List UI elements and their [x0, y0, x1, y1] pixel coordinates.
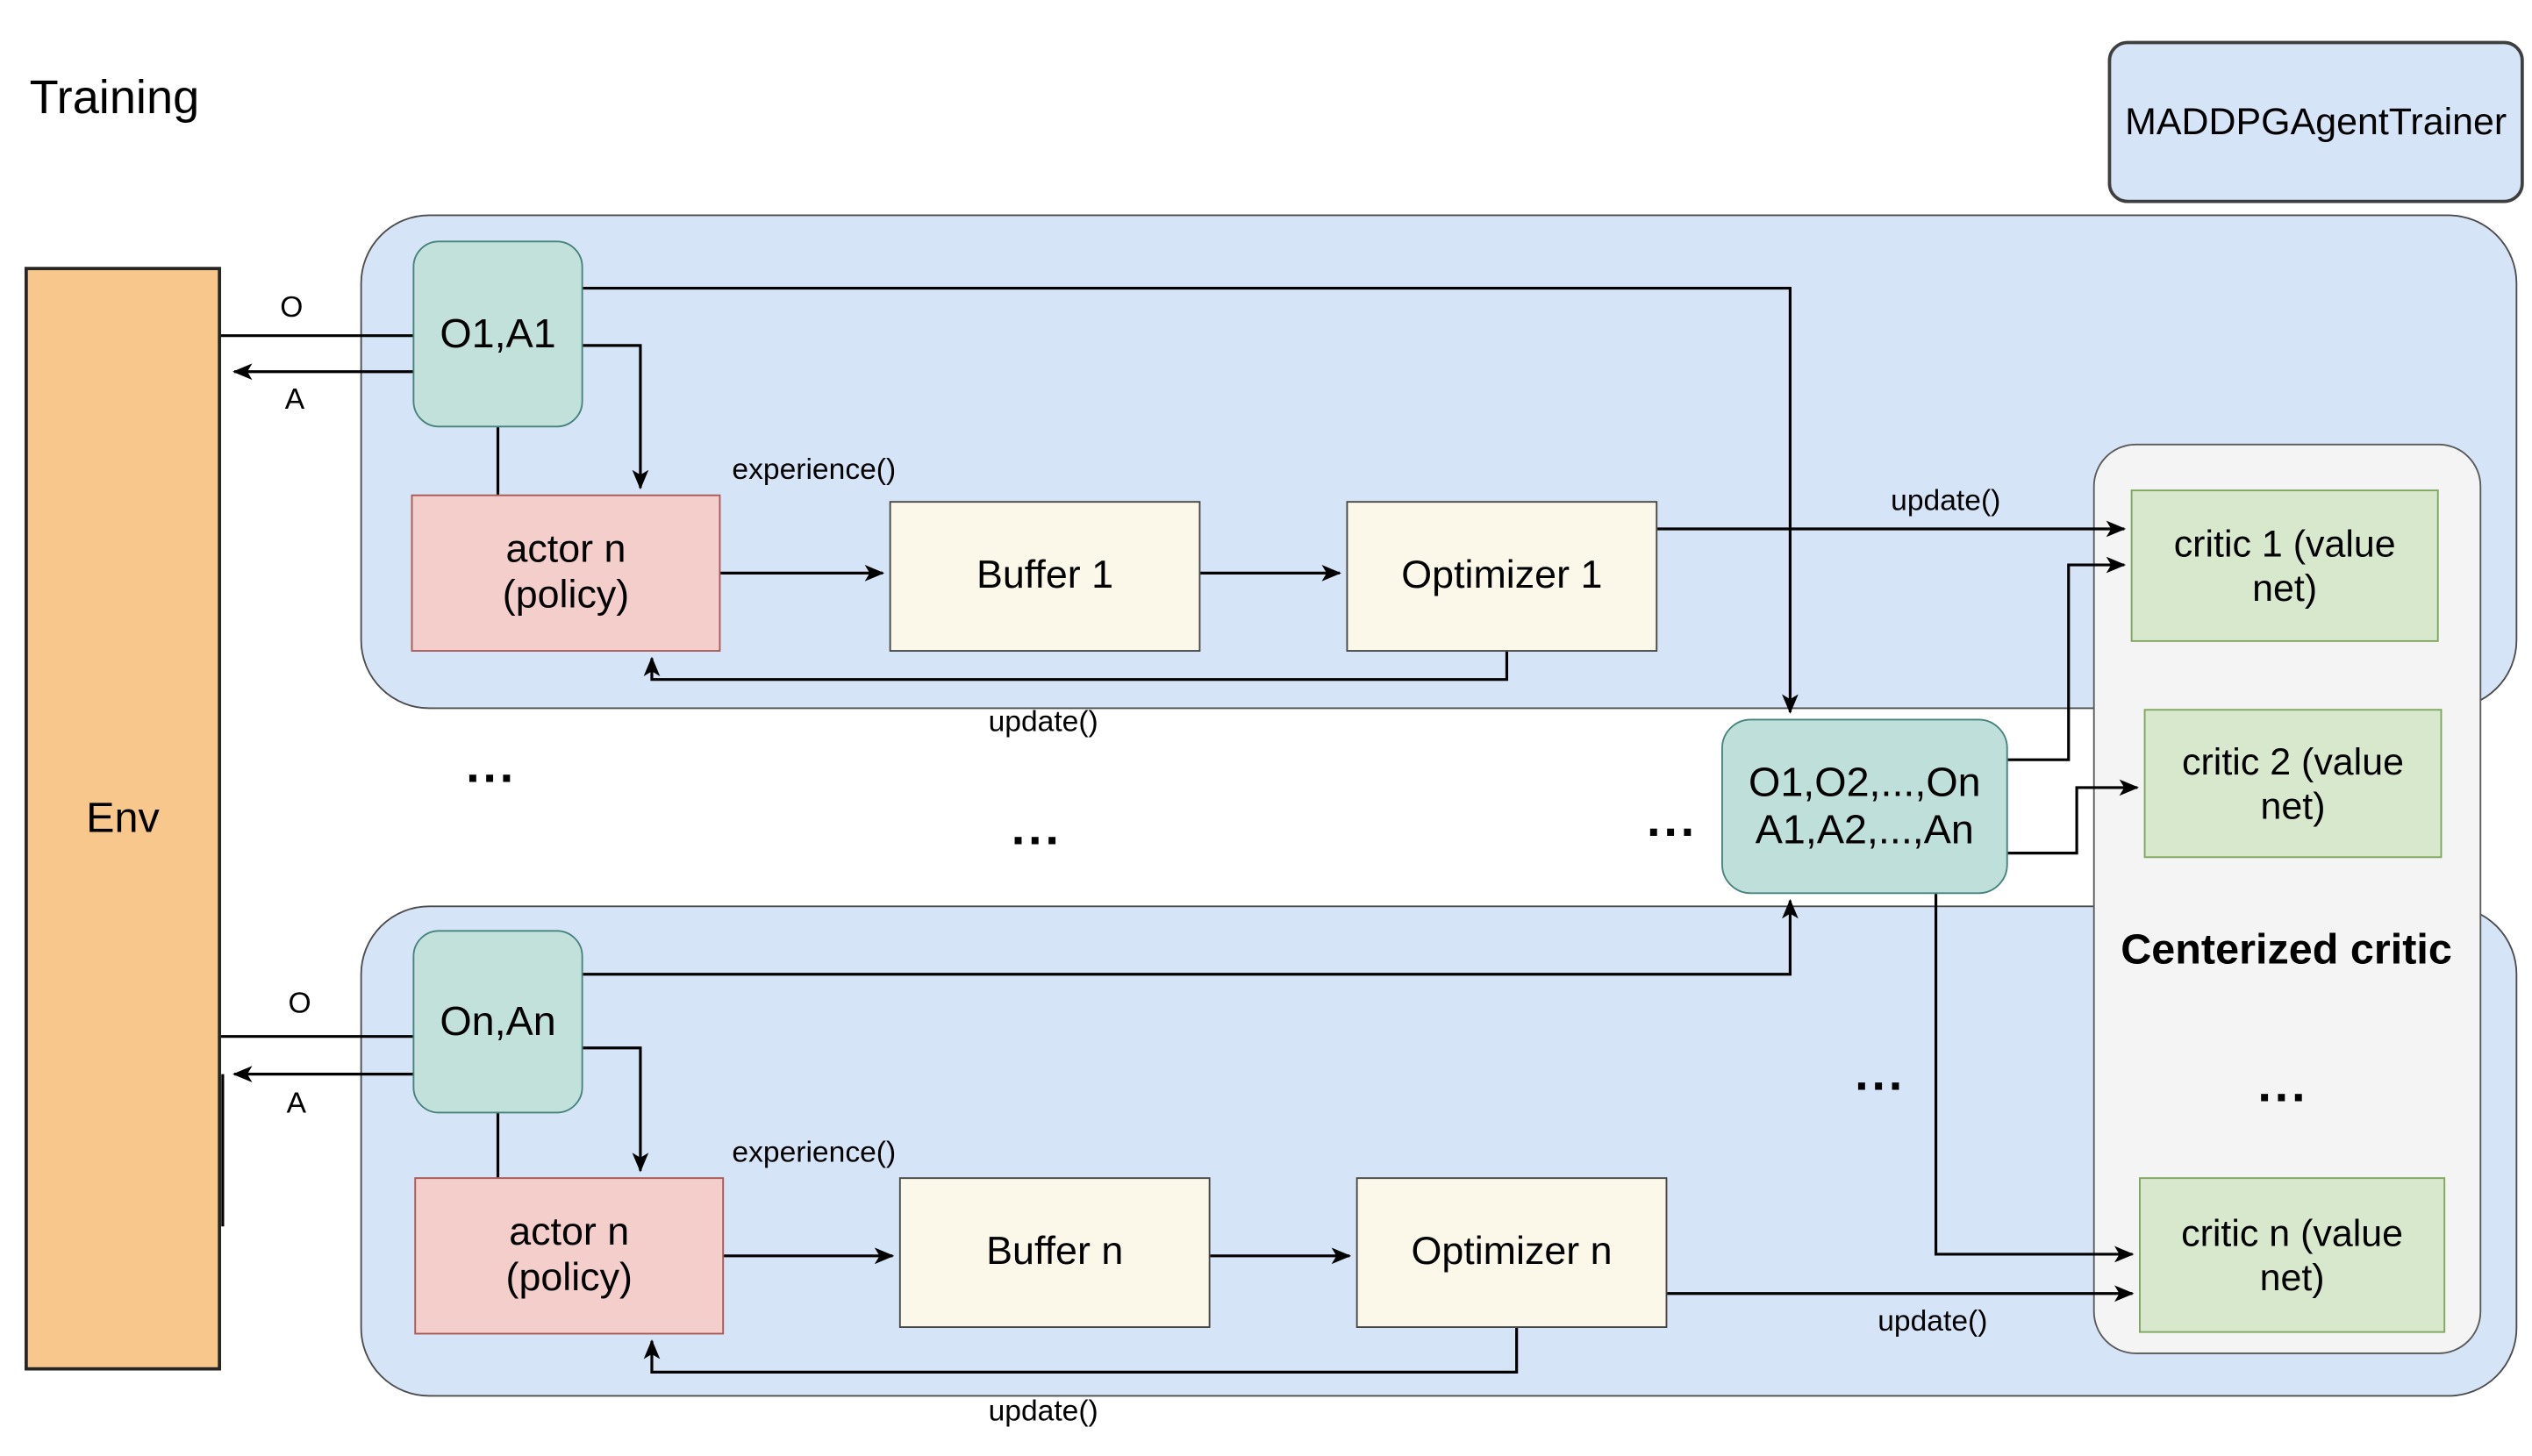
- optimizer-1-label: Optimizer 1: [1401, 553, 1603, 598]
- ellipsis-below-obs1: ...: [466, 739, 517, 794]
- actor-1-label: actor n (policy): [503, 528, 629, 618]
- update-critic-label-top: update(): [1891, 483, 2001, 517]
- actor-n-line2: (policy): [505, 1255, 633, 1301]
- actor-n-line1: actor n: [509, 1210, 630, 1255]
- update-loop-label-bottom: update(): [988, 1394, 1098, 1427]
- actor-1-line2: (policy): [502, 573, 630, 617]
- centerized-critic-title: Centerized critic: [2121, 924, 2452, 974]
- update-loop-label-top: update(): [988, 704, 1098, 738]
- o-label-top: O: [280, 290, 304, 324]
- optimizer-n-box: Optimizer n: [1355, 1177, 1668, 1328]
- buffer-n-label: Buffer n: [986, 1230, 1124, 1274]
- critic-1-box: critic 1 (value net): [2130, 489, 2439, 642]
- page-title: Training: [29, 72, 200, 125]
- optimizer-1-box: Optimizer 1: [1346, 501, 1658, 652]
- combined-obs-action-box: O1,O2,...,On A1,A2,...,An: [1721, 718, 2008, 895]
- a-label-bottom: A: [286, 1086, 307, 1119]
- obs-action-n-box: On,An: [412, 930, 583, 1114]
- obs-action-n-label: On,An: [440, 998, 556, 1045]
- critic-1-label: critic 1 (value net): [2173, 522, 2396, 609]
- obs-action-1-box: O1,A1: [412, 240, 583, 428]
- ellipsis-middle-gap: ...: [1011, 801, 1062, 856]
- combined-obs-action-label: O1,O2,...,On A1,A2,...,An: [1749, 760, 1981, 853]
- env-box: Env: [25, 267, 222, 1371]
- optimizer-n-label: Optimizer n: [1411, 1230, 1613, 1274]
- critic-n-label: critic n (value net): [2181, 1211, 2404, 1298]
- actor-n-box: actor n (policy): [414, 1177, 725, 1335]
- buffer-n-box: Buffer n: [898, 1177, 1211, 1328]
- maddpg-agent-trainer-label: MADDPGAgentTrainer: [2125, 100, 2507, 143]
- buffer-1-box: Buffer 1: [889, 501, 1201, 652]
- maddpg-agent-trainer-box: MADDPGAgentTrainer: [2107, 40, 2524, 203]
- buffer-1-label: Buffer 1: [976, 553, 1114, 598]
- critic-n-box: critic n (value net): [2139, 1177, 2446, 1333]
- actor-n-label: actor n (policy): [506, 1210, 633, 1301]
- ellipsis-left-of-combined: ...: [1647, 793, 1698, 848]
- combined-action-line: A1,A2,...,An: [1755, 806, 1974, 853]
- a-label-top: A: [284, 382, 305, 416]
- experience-label-top: experience(): [732, 453, 897, 486]
- combined-obs-line: O1,O2,...,On: [1749, 759, 1981, 805]
- experience-label-bottom: experience(): [732, 1135, 897, 1168]
- actor-1-box: actor n (policy): [411, 494, 721, 652]
- ellipsis-right-of-combined: ...: [1855, 1047, 1906, 1102]
- o-label-bottom: O: [288, 986, 311, 1020]
- actor-1-line1: actor n: [505, 527, 626, 573]
- panel-ellipsis: ...: [2257, 1059, 2309, 1113]
- obs-action-1-label: O1,A1: [440, 310, 556, 357]
- env-label: Env: [86, 792, 160, 842]
- critic-2-box: critic 2 (value net): [2143, 709, 2443, 859]
- critic-2-label: critic 2 (value net): [2182, 739, 2404, 826]
- update-critic-label-bottom: update(): [1878, 1303, 1988, 1338]
